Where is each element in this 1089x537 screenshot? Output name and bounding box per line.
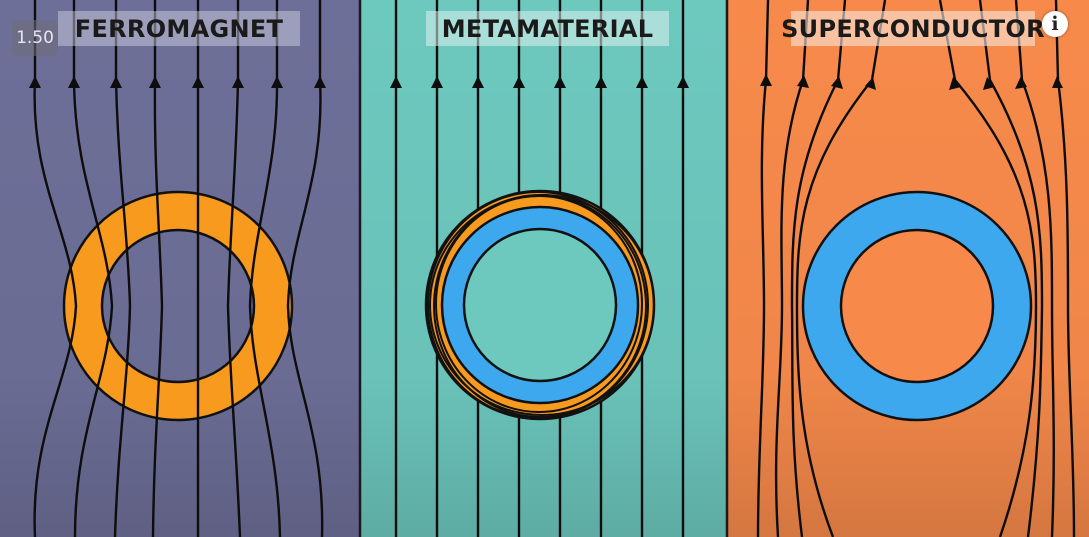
field-line [938, 0, 1038, 537]
arrow-head [636, 76, 648, 88]
field-line [286, 0, 324, 537]
arrow-head [797, 75, 809, 88]
field-line [790, 0, 847, 537]
metamaterial-inner-ring [442, 207, 638, 403]
arrow-head [677, 76, 689, 88]
arrow-head [1015, 76, 1027, 89]
field-line [151, 0, 164, 537]
arrow-head [68, 76, 80, 88]
field-line [226, 0, 242, 537]
arrow-head [595, 76, 607, 88]
superconductor-diagram [756, 0, 1076, 537]
arrow-head [1052, 76, 1063, 88]
arrow-head [472, 76, 484, 88]
arrow-head [314, 76, 326, 88]
arrow-head [865, 77, 876, 90]
arrow-head [149, 76, 161, 88]
metamaterial-title: METAMATERIAL [426, 11, 669, 46]
info-icon[interactable]: i [1042, 11, 1068, 37]
ring-edge [462, 227, 618, 383]
ring-inner-edge [100, 228, 256, 384]
superconductor-ring [803, 192, 1031, 420]
arrow-head [554, 76, 566, 88]
metamaterial-diagram [390, 0, 689, 537]
field-line [756, 0, 770, 537]
ring-outer-edge [62, 190, 294, 422]
arrow-head [983, 77, 995, 90]
field-line [72, 0, 114, 537]
arrow-head [110, 76, 122, 88]
field-line [774, 0, 810, 537]
field-line [113, 0, 132, 537]
arrow-head [431, 76, 443, 88]
ferromagnet-title: FERROMAGNET [58, 11, 300, 46]
ring-layer-line [427, 191, 649, 419]
arrow-head [831, 76, 843, 89]
field-line [1054, 0, 1076, 537]
ring-outer-edge [801, 190, 1033, 422]
ring-layer-line [435, 195, 643, 413]
field-line [795, 0, 887, 537]
arrow-head [271, 76, 283, 88]
arrow-head [192, 76, 204, 88]
arrow-head [390, 76, 402, 88]
superconductor-title: SUPERCONDUCTOR [781, 11, 1045, 46]
playback-speed-badge[interactable]: 1.50 [12, 20, 58, 56]
ring-layer-line [429, 194, 655, 416]
field-line [248, 0, 282, 537]
field-line [978, 0, 1044, 537]
arrow-head [949, 77, 961, 90]
arrow-head [513, 76, 525, 88]
arrow-head [760, 74, 772, 86]
ring-inner-edge [839, 228, 995, 384]
field-line [1014, 0, 1055, 537]
arrow-head [29, 76, 41, 88]
arrow-head [232, 76, 244, 88]
ring-edge [440, 205, 640, 405]
field-line [33, 0, 78, 537]
ferromagnet-diagram [29, 0, 326, 537]
ferromagnet-ring [64, 192, 292, 420]
